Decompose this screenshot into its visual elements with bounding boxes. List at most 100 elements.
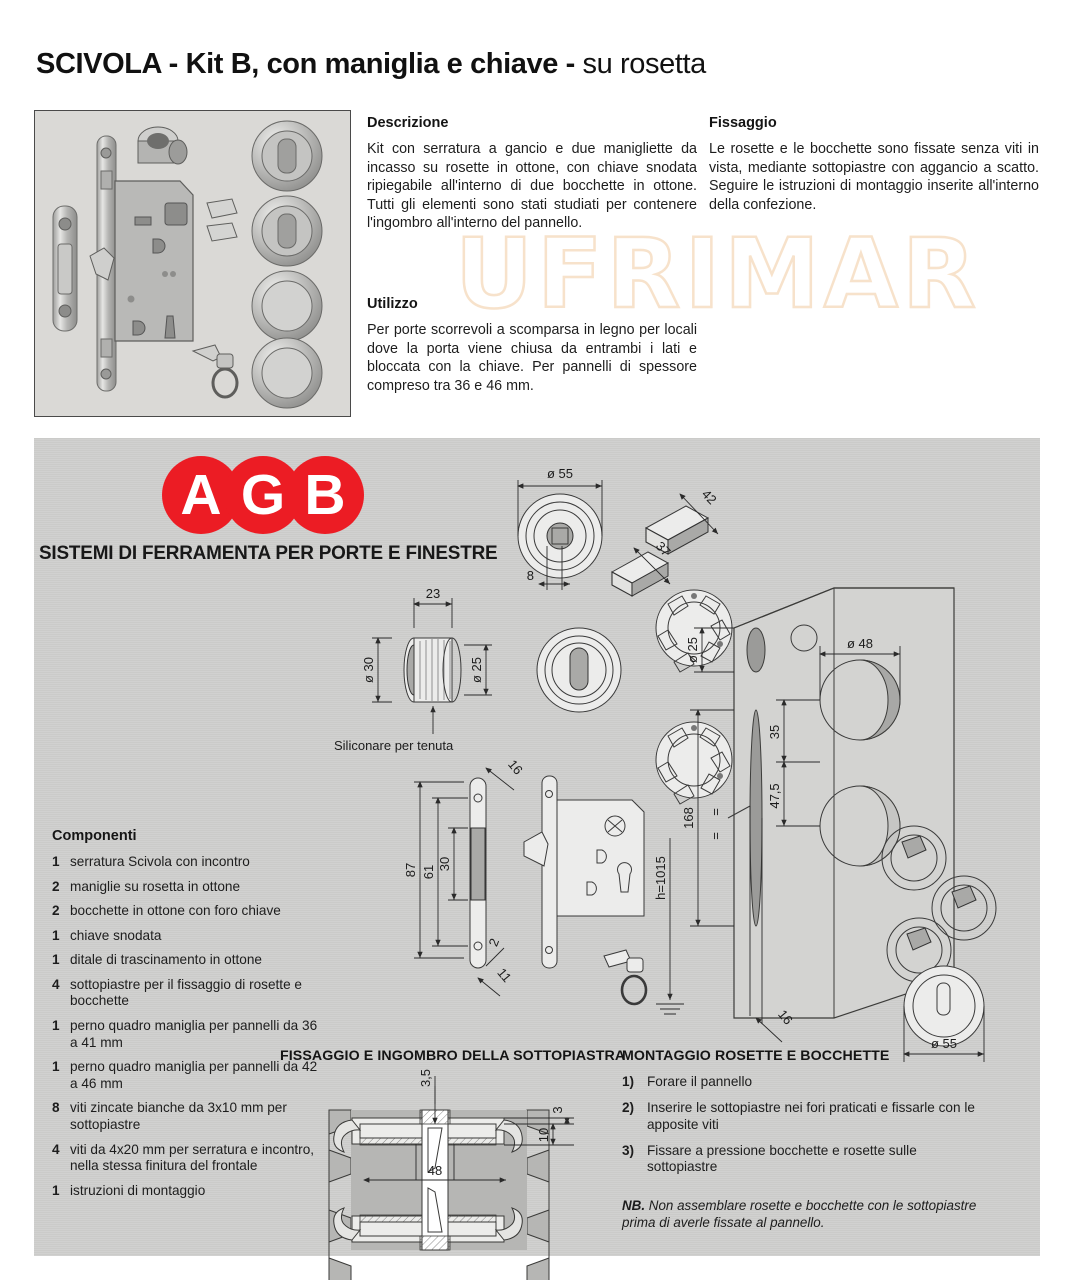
step-number: 2) — [622, 1099, 635, 1115]
step-number: 1) — [622, 1074, 635, 1089]
dim-lock-2: 2 — [486, 936, 503, 948]
list-item: 1 chiave snodata — [52, 928, 320, 945]
step-text: Forare il pannello — [647, 1074, 753, 1089]
item-text: viti da 4x20 mm per serratura e incontro… — [70, 1141, 315, 1174]
item-text: bocchette in ottone con foro chiave — [70, 903, 281, 919]
fissaggio-sottopiastra-heading: FISSAGGIO E INGOMBRO DELLA SOTTOPIASTRA — [280, 1048, 626, 1064]
agb-logo: A G B — [162, 456, 392, 534]
rosette-group — [251, 120, 323, 409]
dim-lock-11: 11 — [494, 965, 514, 985]
utilizzo-heading: Utilizzo — [367, 296, 418, 312]
item-qty: 1 — [52, 952, 60, 968]
dim-ditale-flange: ø 30 — [361, 657, 376, 683]
ditale-note: Siliconare per tenuta — [334, 738, 454, 753]
drawing-panel-block: ø 25 168 = = ø 48 35 — [653, 587, 997, 1043]
section-fissaggio: Fissaggio Le rosette e le bocchette sono… — [709, 115, 1039, 214]
list-item: 4 viti da 4x20 mm per serratura e incontr… — [52, 1142, 320, 1175]
folding-key — [191, 344, 239, 399]
drawing-spindle-37: 37 — [610, 538, 674, 597]
item-qty: 1 — [52, 1059, 60, 1075]
technical-panel: A G B SISTEMI DI FERRAMENTA PER PORTE E … — [34, 438, 1040, 1280]
dim-lock-30: 30 — [437, 857, 452, 871]
list-item: 2 bocchette in ottone con foro chiave — [52, 903, 320, 920]
dim-spindle-long: 42 — [699, 486, 720, 507]
list-item: 2 maniglie su rosetta in ottone — [52, 879, 320, 896]
dim-sotto-35: 3,5 — [418, 1069, 433, 1087]
dim-sotto-3: 3 — [550, 1106, 565, 1113]
drawing-folding-key — [603, 949, 648, 1006]
page-title-bold: SCIVOLA - Kit B, con maniglia e chiave — [36, 48, 558, 80]
item-qty: 1 — [52, 927, 60, 943]
dim-panel-25: ø 25 — [685, 637, 700, 663]
note-text: Non assemblare rosette e bocchette con l… — [622, 1198, 977, 1230]
page-title-light: su rosetta — [582, 48, 707, 80]
drawing-bocchetta — [536, 627, 622, 713]
fissaggio-body: Le rosette e le bocchette sono fissate s… — [709, 141, 1039, 213]
item-qty: 2 — [52, 903, 60, 919]
item-text: perno quadro maniglia per pannelli da 36… — [70, 1018, 318, 1050]
item-qty: 2 — [52, 878, 60, 894]
list-item: 1 ditale di trascinamento in ottone — [52, 952, 320, 969]
item-text: ditale di trascinamento in ottone — [70, 952, 262, 968]
dim-knob-55: ø 55 — [931, 1036, 957, 1051]
item-text: chiave snodata — [70, 927, 162, 943]
item-qty: 4 — [52, 976, 60, 992]
bushing — [137, 126, 188, 165]
lock-body — [89, 180, 194, 342]
list-item: 1) Forare il pannello — [622, 1074, 982, 1091]
dim-lock-87: 87 — [403, 863, 418, 877]
section-utilizzo: Utilizzo Per porte scorrevoli a scompars… — [367, 296, 697, 395]
logo-letter-b: B — [286, 456, 364, 534]
list-item: 2) Inserire le sottopiastre nei fori prat… — [622, 1100, 982, 1134]
montaggio-steps: 1) Forare il pannello 2) Inserire le sotto… — [622, 1074, 982, 1185]
technical-drawings: ø 55 8 42 37 — [328, 466, 997, 1280]
dim-ditale-body: ø 25 — [469, 657, 484, 683]
page-title-separator: - — [557, 48, 583, 80]
dim-panel-168: 168 — [681, 807, 696, 829]
dim-panel-equal-2: = — [708, 832, 723, 840]
step-text: Inserire le sottopiastre nei fori pratic… — [647, 1099, 975, 1132]
descrizione-heading: Descrizione — [367, 115, 449, 131]
drawing-sottopiastra-section: 48 3,5 3 10 — [328, 1069, 574, 1280]
drawing-lock-side: 16 87 61 30 2 11 — [403, 757, 526, 997]
product-photo-artwork — [35, 111, 350, 416]
note-label: NB. — [622, 1198, 646, 1213]
dim-rosetta-diam: ø 55 — [547, 466, 573, 481]
list-item: 4 sottopiastre per il fissaggio di rosett… — [52, 977, 320, 1010]
drawing-handle-rosette-2 — [931, 875, 997, 941]
item-qty: 1 — [52, 1018, 60, 1034]
item-text: istruzioni di montaggio — [70, 1182, 206, 1198]
dim-panel-48: ø 48 — [847, 636, 873, 651]
list-item: 1 perno quadro maniglia per pannelli da 4… — [52, 1059, 320, 1092]
dim-sotto-48: 48 — [428, 1163, 442, 1178]
item-text: maniglie su rosetta in ottone — [70, 878, 241, 894]
item-text: perno quadro maniglia per pannelli da 42… — [70, 1059, 318, 1091]
item-qty: 1 — [52, 854, 60, 869]
utilizzo-body: Per porte scorrevoli a scomparsa in legn… — [367, 322, 697, 394]
drawing-lock-body-front — [523, 775, 645, 969]
drawing-knob-55: ø 55 — [903, 965, 985, 1062]
drawing-handle-rosette — [881, 825, 947, 891]
logo-letter-g: G — [224, 456, 302, 534]
product-photo — [34, 110, 351, 417]
item-text: viti zincate bianche da 3x10 mm per sott… — [70, 1100, 287, 1132]
montaggio-note: NB. Non assemblare rosette e bocchette c… — [622, 1198, 992, 1232]
item-text: sottopiastre per il fissaggio di rosette… — [70, 976, 302, 1009]
item-qty: 4 — [52, 1141, 60, 1157]
dim-sotto-10: 10 — [536, 1128, 551, 1142]
descrizione-body: Kit con serratura a gancio e due manigli… — [367, 141, 697, 232]
dim-panel-475: 47,5 — [767, 783, 782, 808]
drawing-sottopiastra-lower — [655, 721, 733, 805]
dim-lock-16: 16 — [505, 757, 526, 778]
dim-rosetta-thick: 8 — [527, 568, 534, 583]
page-title: SCIVOLA - Kit B, con maniglia e chiave -… — [36, 48, 1036, 81]
section-descrizione: Descrizione Kit con serratura a gancio e… — [367, 115, 697, 233]
dim-ditale-len: 23 — [426, 586, 440, 601]
agb-tagline: SISTEMI DI FERRAMENTA PER PORTE E FINEST… — [39, 542, 498, 564]
list-item: 3)Fissare a pressione bocchette e rosett… — [622, 1143, 982, 1177]
